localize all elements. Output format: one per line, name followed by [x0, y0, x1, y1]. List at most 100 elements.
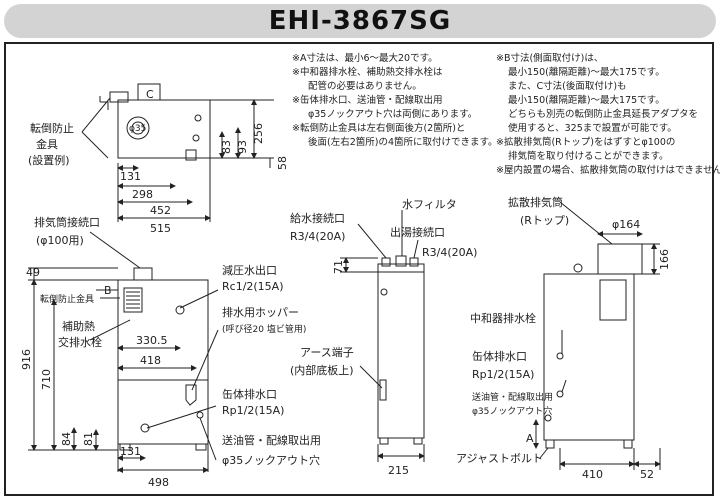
rtop-label: 拡散排気筒 — [508, 195, 563, 209]
rear-view — [533, 201, 661, 470]
top-view — [81, 83, 274, 222]
dim-418: 418 — [140, 354, 161, 367]
rear-drain-size: Rp1/2(15A) — [472, 368, 534, 381]
side-foot — [379, 437, 389, 445]
dim-83: 83 — [220, 140, 233, 154]
top-view-body — [117, 99, 211, 159]
bolt-label: アジャストボルト — [456, 452, 543, 465]
notes-right: ※B寸法(側面取付け)は、 最小150(離隔距離)～最大175です。 また、C寸… — [496, 52, 720, 176]
front-relief — [175, 305, 185, 315]
hot-label: 出湯接続口 — [390, 225, 445, 239]
heat-drain-label: 交排水栓 — [58, 335, 102, 349]
rear-bolt — [623, 439, 633, 449]
top-bracket — [109, 91, 129, 103]
drawing-frame — [4, 42, 714, 496]
side-foot — [413, 437, 423, 445]
dim-52: 52 — [640, 468, 654, 481]
hot-size: R3/4(20A) — [422, 246, 477, 259]
rtop-sub: (Rトップ) — [520, 214, 569, 227]
dim-710: 710 — [40, 369, 53, 390]
note-left-line: φ35ノックアウト穴は両側にあります。 — [308, 108, 477, 120]
note-right-line: 使用すると、325まで設置が可能です。 — [508, 122, 677, 134]
dim-84: 84 — [60, 432, 73, 446]
rear-drain — [556, 390, 564, 398]
bracket-label: 金具 — [36, 137, 58, 151]
dim-58: 58 — [276, 156, 289, 170]
side-supply — [381, 257, 391, 267]
a-label: A — [526, 432, 534, 445]
drain-size: Rp1/2(15A) — [222, 404, 284, 417]
front-view — [28, 231, 219, 473]
dim-81: 81 — [82, 432, 95, 446]
top-fitting — [194, 114, 202, 122]
note-left-line: ※缶体排水口、送油管・配線取出用 — [292, 94, 442, 106]
note-left-line: 後面(左右2箇所)の4箇所に取付けできます。 — [308, 136, 498, 148]
rear-neutral — [556, 352, 564, 360]
top-fitting — [185, 149, 197, 161]
note-right-line: ※屋内設置の場合、拡散排気筒の取付けはできません。 — [496, 164, 720, 176]
dim-215: 215 — [388, 464, 409, 477]
c-label: C — [146, 88, 154, 101]
dim-131: 131 — [120, 170, 141, 183]
dim-phi-164: φ164 — [612, 218, 640, 231]
rear-panel — [599, 279, 627, 321]
side-top — [377, 263, 425, 273]
bracket-label: (設置例) — [28, 153, 70, 167]
note-left-line: 配管の必要はありません。 — [308, 80, 422, 92]
bracket-front-label: 転倒防止金具 — [40, 293, 94, 305]
side-earth — [379, 379, 387, 401]
neutral-label: 中和器排水栓 — [470, 311, 536, 325]
note-left-line: ※転倒防止金具は左右側面後方(2箇所)と — [292, 122, 465, 134]
filter-label: 水フィルタ — [402, 198, 457, 211]
note-right-line: ※拡散排気筒(Rトップ)をはずすとφ100の — [496, 136, 675, 148]
front-upper-panel — [117, 279, 209, 381]
rear-rtop — [597, 243, 643, 275]
top-view-text: 転倒防止 金具 (設置例) C φ35 131 298 452 515 83 9… — [28, 88, 289, 235]
title-bar: EHI-3867SG — [4, 4, 716, 38]
rear-view-text: 拡散排気筒 (Rトップ) φ164 166 中和器排水栓 缶体排水口 Rp1/2… — [456, 195, 671, 481]
rear-body — [543, 273, 635, 441]
front-flue — [133, 267, 153, 281]
top-c-dim — [100, 101, 109, 110]
rear-bolt — [545, 439, 555, 449]
supply-label: 給水接続口 — [290, 211, 345, 225]
dim-93: 93 — [236, 140, 249, 154]
top-knockout-inner — [131, 121, 145, 135]
note-right-line: 最小150(離隔距離)～最大175です。 — [508, 94, 665, 106]
exhaust-label: 排気筒接続口 — [34, 215, 100, 229]
side-hot — [409, 257, 419, 267]
b-label: B — [104, 284, 112, 297]
note-right-line: どちらも別売の転倒防止金具延長アダプタを — [508, 108, 698, 120]
oil-label: 送油管・配線取出用 — [222, 433, 321, 447]
front-foot — [119, 443, 131, 451]
dim-498: 498 — [148, 476, 169, 489]
dim-131-front: 131 — [120, 445, 141, 458]
front-view-text: 排気筒接続口 (φ100用) 49 転倒防止金具 B 補助熱 交排水栓 減圧水出… — [20, 215, 321, 489]
earth-label: アース端子 — [300, 346, 354, 359]
note-right-line: 排気筒を取り付けることができます。 — [508, 150, 669, 162]
front-drain — [140, 423, 150, 433]
side-filter — [395, 255, 407, 267]
note-right-line: ※B寸法(側面取付け)は、 — [496, 52, 603, 64]
rear-oil-size: φ35ノックアウト穴 — [472, 405, 552, 417]
dim-71: 71 — [332, 260, 345, 274]
front-hopper — [185, 384, 197, 406]
rear-knockout — [544, 414, 552, 422]
note-left-line: ※中和器排水栓、補助熱交排水栓は — [292, 66, 443, 78]
front-foot — [195, 443, 207, 451]
dim-515: 515 — [150, 222, 171, 235]
side-view — [340, 210, 425, 462]
top-fitting — [192, 134, 200, 142]
front-body — [117, 279, 209, 445]
exhaust-size: (φ100用) — [36, 234, 84, 247]
model-title: EHI-3867SG — [268, 6, 452, 36]
dim-298: 298 — [132, 188, 153, 201]
oil-size: φ35ノックアウト穴 — [222, 453, 320, 467]
dim-49: 49 — [26, 266, 40, 279]
side-fitting — [380, 288, 388, 296]
relief-size: Rc1/2(15A) — [222, 280, 284, 293]
dim-452: 452 — [150, 204, 171, 217]
dim-330-5: 330.5 — [136, 334, 168, 347]
top-knockout-circle — [126, 116, 150, 140]
